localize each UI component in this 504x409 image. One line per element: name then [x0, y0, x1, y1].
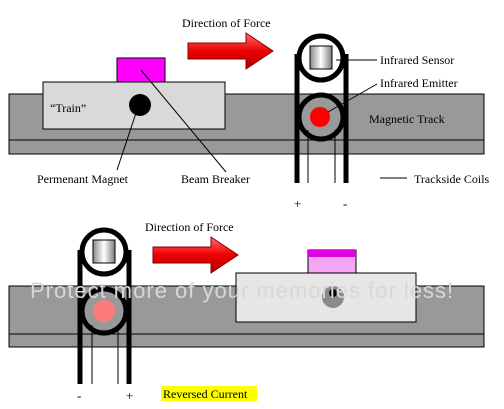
top-plus-sign: +	[294, 196, 301, 211]
bottom-beam-breaker-top	[308, 250, 356, 257]
reversed-current-label: Reversed Current	[163, 387, 248, 401]
bottom-plus-sign: +	[126, 388, 133, 403]
top-direction-label: Direction of Force	[182, 16, 271, 30]
train-label: “Train”	[50, 101, 86, 115]
infrared-emitter-label: Infrared Emitter	[380, 76, 458, 90]
infrared-sensor-label: Infrared Sensor	[380, 53, 454, 67]
infrared-emitter	[310, 107, 330, 127]
direction-arrow	[187, 32, 274, 70]
infrared-sensor	[309, 45, 333, 70]
leader-lines	[116, 59, 407, 179]
reversed-current-highlight	[161, 386, 257, 401]
bottom-direction-arrow	[152, 236, 239, 274]
bottom-infrared-emitter	[93, 300, 115, 322]
trackside-coils-label: Trackside Coils	[414, 172, 490, 186]
beam-breaker-label: Beam Breaker	[181, 172, 250, 186]
magnetic-track-label: Magnetic Track	[369, 112, 445, 126]
bottom-diagram: Protect more of your memories for less! …	[8, 220, 485, 403]
top-diagram: Direction of Force “Train” Infrared Sens…	[8, 16, 490, 211]
permanent-magnet-label: Permenant Magnet	[37, 172, 129, 186]
bottom-direction-label: Direction of Force	[145, 220, 234, 234]
top-minus-sign: -	[343, 196, 347, 211]
watermark: Protect more of your memories for less!	[30, 278, 454, 303]
permanent-magnet	[129, 94, 151, 116]
bottom-infrared-sensor	[92, 239, 116, 264]
bottom-magnet-core	[329, 289, 337, 297]
bottom-minus-sign: -	[77, 388, 81, 403]
